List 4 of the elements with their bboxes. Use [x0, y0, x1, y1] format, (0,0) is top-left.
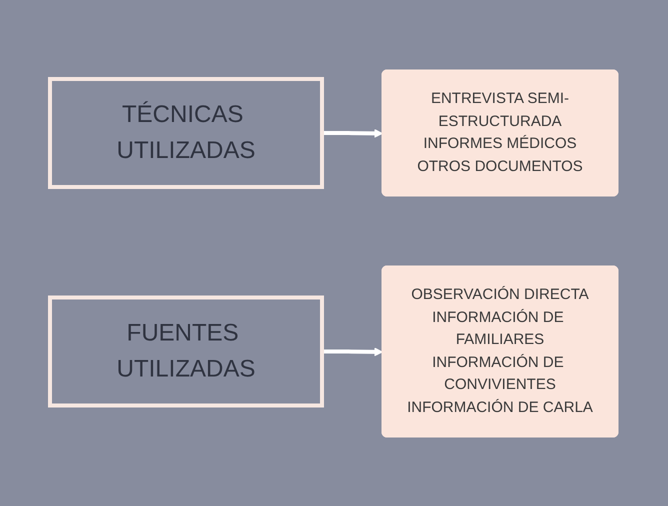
arrow: [322, 128, 383, 138]
arrow: [322, 346, 383, 356]
node-box: TÉCNICAS UTILIZADAS: [48, 76, 324, 188]
node-box: FUENTES UTILIZADAS: [48, 295, 324, 407]
